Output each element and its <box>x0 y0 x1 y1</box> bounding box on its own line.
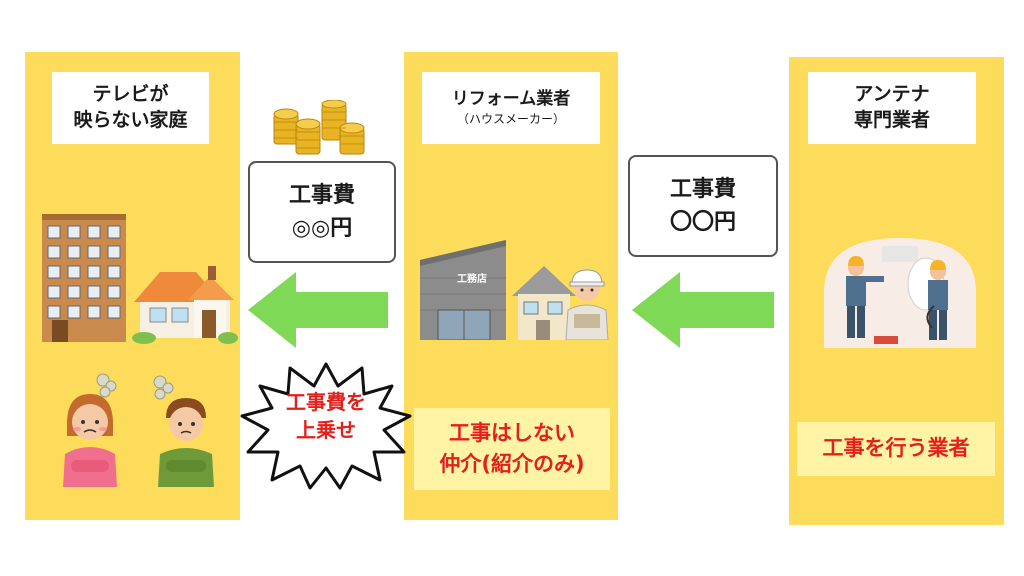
reform-note: 工事はしない 仲介(紹介のみ) <box>414 408 610 490</box>
reform-title: リフォーム業者 （ハウスメーカー） <box>422 72 600 144</box>
reform-note-line2: 仲介(紹介のみ) <box>439 452 585 476</box>
price-left-amount: ◎◎円 <box>291 216 353 241</box>
antenna-title: アンテナ 専門業者 <box>808 72 976 144</box>
household-title-line2: 映らない家庭 <box>73 109 188 131</box>
reform-note-line1: 工事はしない <box>449 420 575 445</box>
markup-line1: 工事費を <box>286 390 366 414</box>
arrow-left-icon <box>248 272 388 348</box>
starburst-shape <box>240 362 412 490</box>
price-left-label: 工事費 <box>288 183 355 208</box>
markup-line2: 上乗せ <box>296 418 356 442</box>
reform-title-line2: （ハウスメーカー） <box>456 112 565 127</box>
worried-man-icon <box>153 375 214 487</box>
antenna-note-text: 工事を行う業者 <box>822 436 970 461</box>
shop-sign: 工務店 <box>457 274 487 285</box>
house-icon <box>132 266 238 344</box>
antenna-workers-icon <box>824 238 976 348</box>
helmet-worker-icon <box>565 269 609 340</box>
arrow-left-icon-2 <box>632 272 774 348</box>
price-box-left: 工事費 ◎◎円 <box>248 161 396 263</box>
reform-title-line1: リフォーム業者 <box>451 89 571 110</box>
household-title-line1: テレビが <box>92 83 169 106</box>
small-house-icon <box>512 266 576 340</box>
coins-icon <box>273 100 365 155</box>
antenna-title-line2: 専門業者 <box>853 109 930 131</box>
price-right-amount: 〇〇円 <box>669 210 736 235</box>
price-right-label: 工事費 <box>669 177 736 202</box>
apartment-building-icon <box>42 214 126 342</box>
price-box-right: 工事費 〇〇円 <box>628 155 778 257</box>
antenna-title-line1: アンテナ <box>854 83 930 106</box>
antenna-note: 工事を行う業者 <box>797 422 995 476</box>
worried-woman-icon <box>63 373 117 487</box>
construction-shop-icon <box>420 240 506 340</box>
markup-text: 工事費を 上乗せ <box>262 388 390 444</box>
household-title: テレビが 映らない家庭 <box>52 72 209 144</box>
